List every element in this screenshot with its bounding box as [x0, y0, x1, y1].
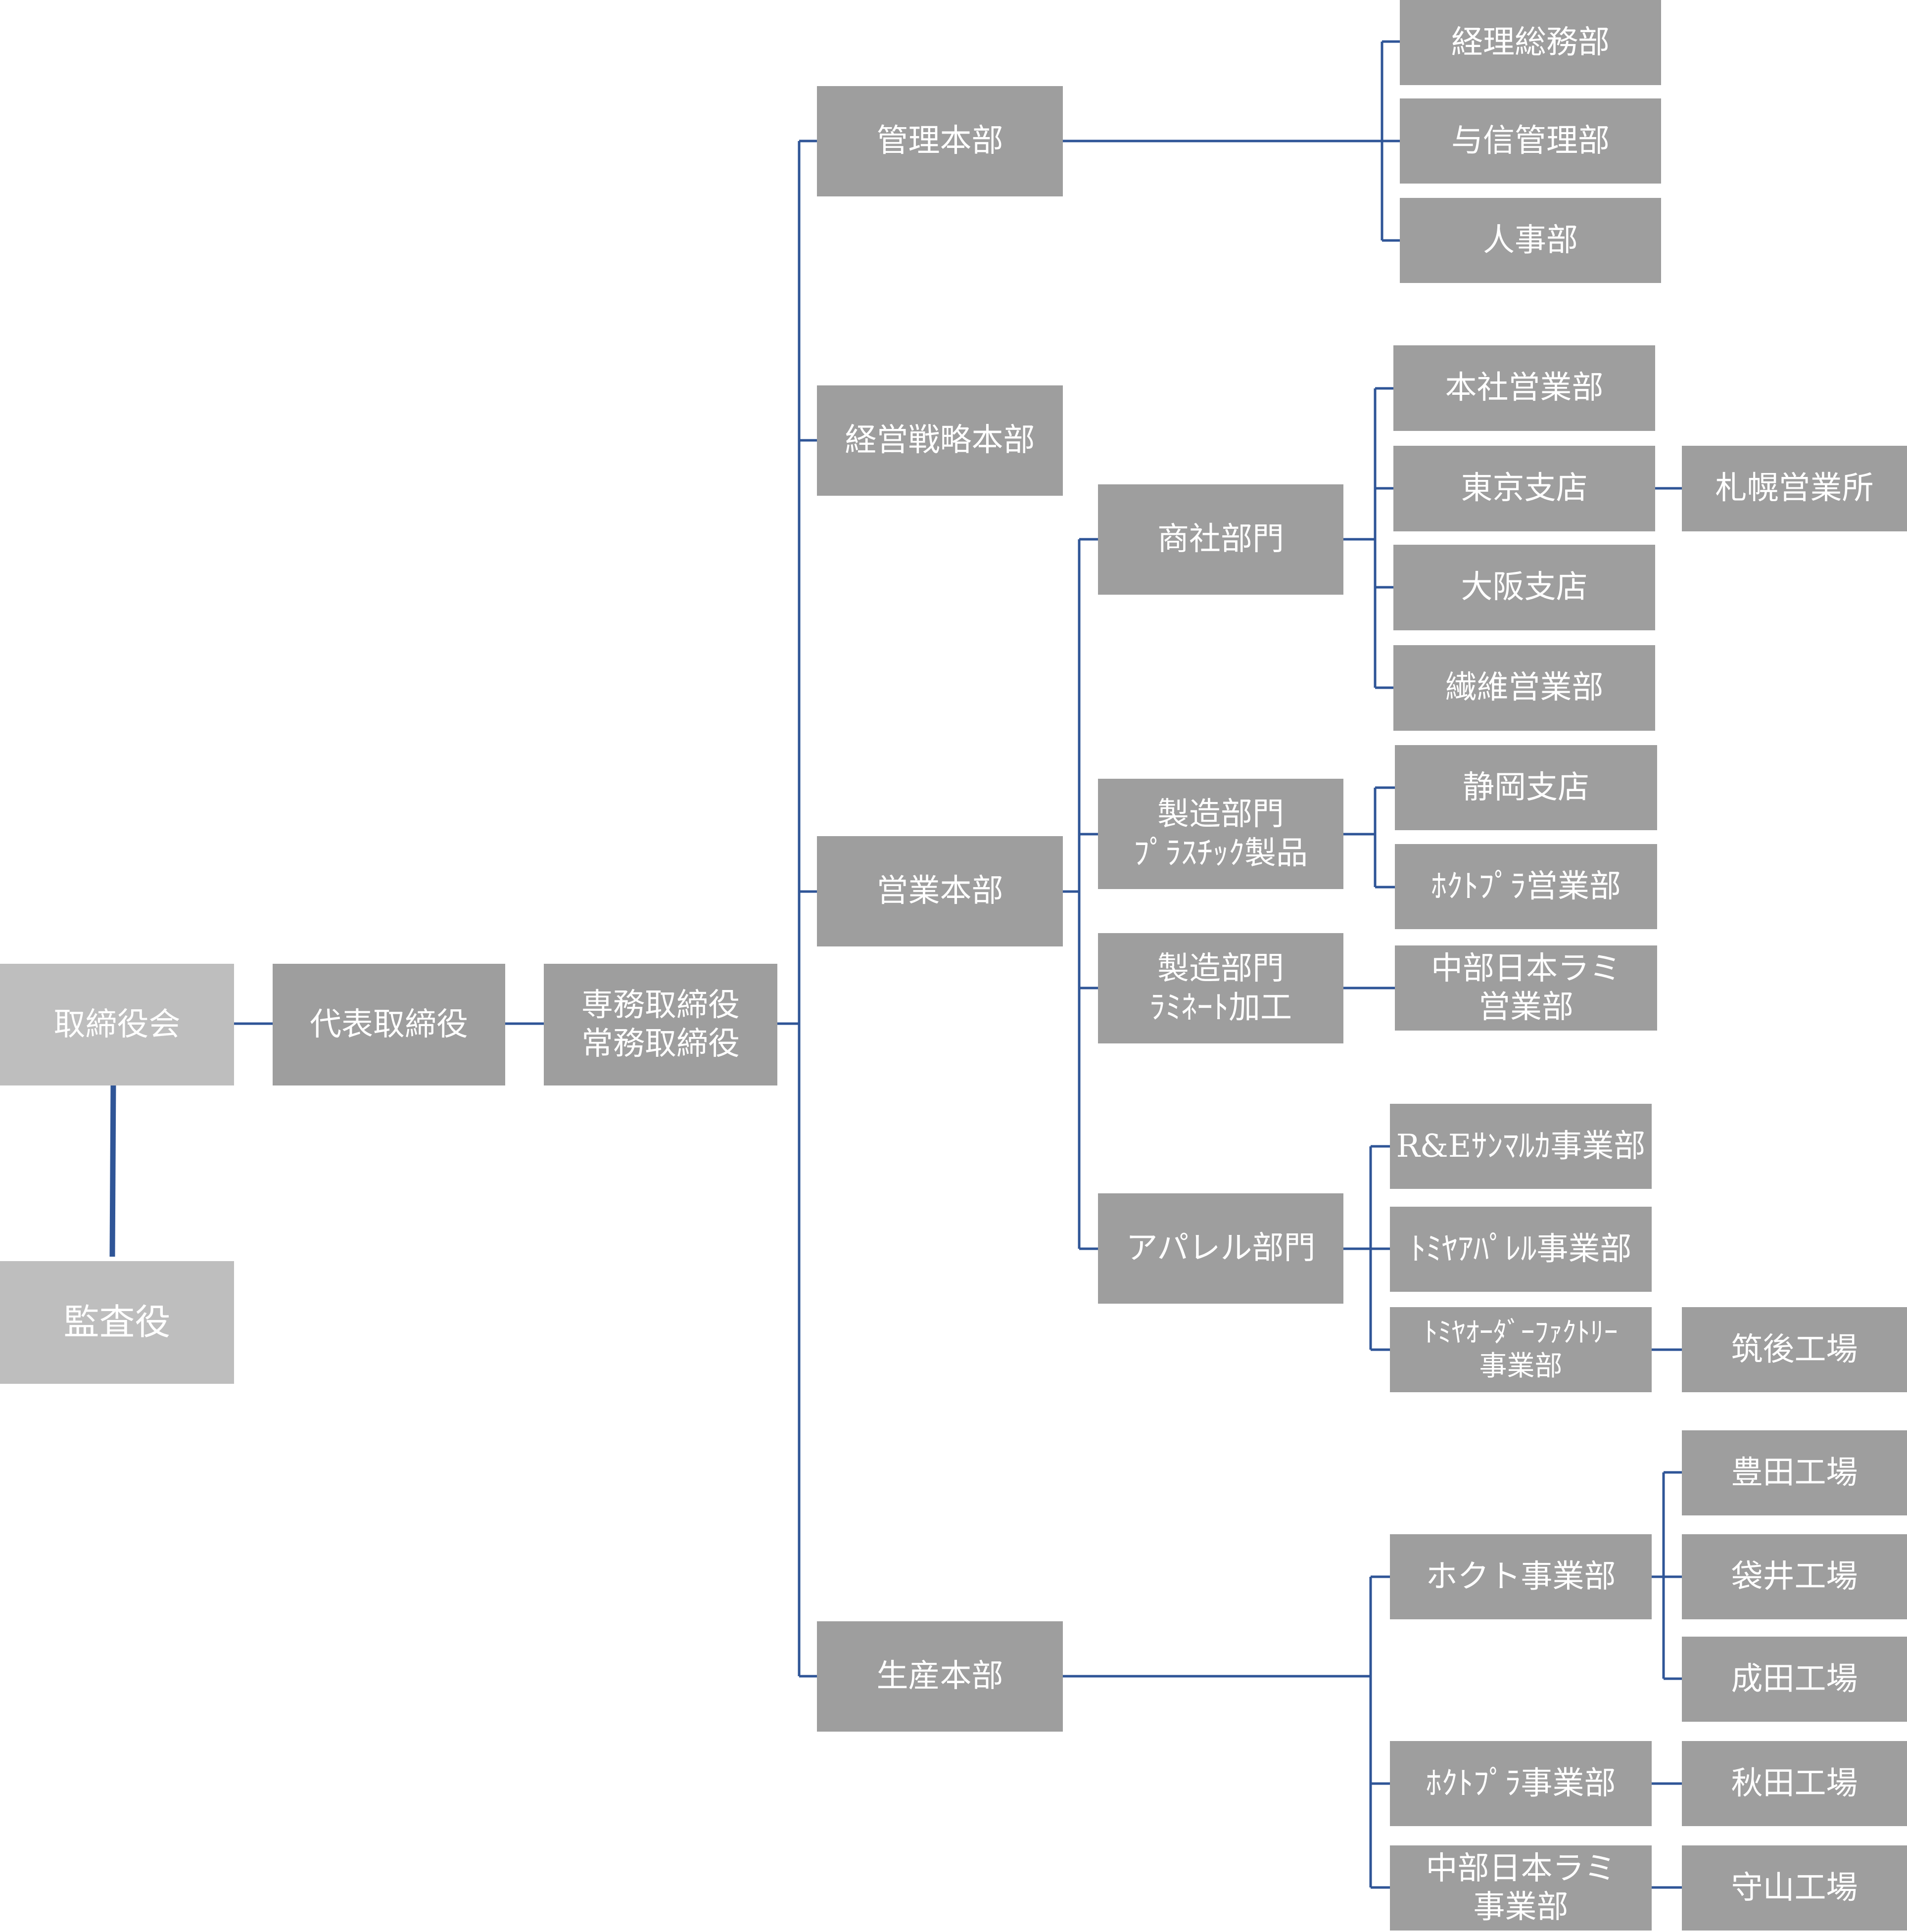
- dept-sapporo: 札幌営業所: [1682, 446, 1907, 531]
- dept-tomiya-apparel: ﾄﾐﾔｱﾊﾟﾚﾙ事業部: [1390, 1207, 1652, 1292]
- dept-keiri: 経理総務部: [1400, 0, 1661, 85]
- board-box: 取締役会: [0, 964, 234, 1085]
- division-seisan: 生産本部: [817, 1621, 1063, 1732]
- dept-label: 東京支店: [1461, 470, 1588, 507]
- managing-director-label: 常務取締役: [581, 1026, 740, 1062]
- factory-label: 筑後工場: [1731, 1331, 1858, 1368]
- dept-hokuto: ホクト事業部: [1390, 1534, 1652, 1619]
- dept-label: ﾄﾐﾔｱﾊﾟﾚﾙ事業部: [1410, 1230, 1632, 1268]
- dept-label: 繊維営業部: [1445, 669, 1604, 707]
- division-label: 営業本部: [876, 873, 1003, 910]
- dept-hokutopura-business: ﾎｸﾄﾌﾟﾗ事業部: [1390, 1741, 1652, 1826]
- dept-label: 与信管理部: [1451, 122, 1610, 159]
- dept-tokyo: 東京支店: [1393, 446, 1655, 531]
- factory-narita: 成田工場: [1682, 1637, 1907, 1722]
- dept-label: ホクト事業部: [1426, 1558, 1616, 1595]
- dept-label: 静岡支店: [1463, 769, 1589, 806]
- factory-label: 成田工場: [1731, 1660, 1858, 1697]
- dept-label: ﾎｸﾄﾌﾟﾗ事業部: [1426, 1765, 1616, 1802]
- section-label: アパレル部門: [1126, 1230, 1316, 1267]
- dept-jinji: 人事部: [1400, 198, 1661, 283]
- section-sublabel: ﾌﾟﾗｽﾁｯｸ製品: [1134, 835, 1308, 872]
- dept-label: R&Eｻﾝﾏﾙｶ事業部: [1396, 1128, 1646, 1165]
- dept-yoshin: 与信管理部: [1400, 98, 1661, 184]
- factory-toyota: 豊田工場: [1682, 1430, 1907, 1515]
- section-shosha: 商社部門: [1098, 484, 1343, 595]
- section-plastic: 製造部門 ﾌﾟﾗｽﾁｯｸ製品: [1098, 779, 1343, 889]
- dept-honsha: 本社営業部: [1393, 345, 1655, 431]
- senior-directors-box: 専務取締役 常務取締役: [544, 964, 777, 1085]
- factory-label: 守山工場: [1731, 1869, 1858, 1906]
- division-label: 経営戦略本部: [845, 422, 1035, 459]
- dept-label: 経理総務部: [1451, 24, 1610, 61]
- dept-osaka: 大阪支店: [1393, 545, 1655, 630]
- dept-hokutopura-sales: ﾎｸﾄﾌﾟﾗ営業部: [1395, 844, 1657, 929]
- president-label: 代表取締役: [310, 1006, 468, 1043]
- factory-label: 豊田工場: [1731, 1454, 1858, 1491]
- section-sublabel: ﾗﾐﾈｰﾄ加工: [1149, 989, 1292, 1026]
- dept-chubu-business: 中部日本ラミ 事業部: [1390, 1845, 1652, 1931]
- factory-chikugo: 筑後工場: [1682, 1307, 1907, 1392]
- president-box: 代表取締役: [273, 964, 505, 1085]
- dept-tomiya-order: ﾄﾐﾔｵｰﾀﾞｰﾌｧｸﾄﾘｰ 事業部: [1390, 1307, 1652, 1392]
- dept-re-sanmaruka: R&Eｻﾝﾏﾙｶ事業部: [1390, 1104, 1652, 1189]
- section-label: 製造部門: [1157, 796, 1284, 833]
- factory-label: 秋田工場: [1731, 1765, 1858, 1802]
- division-kanri: 管理本部: [817, 86, 1063, 196]
- dept-label: 本社営業部: [1445, 370, 1604, 407]
- dept-shizuoka: 静岡支店: [1395, 745, 1657, 830]
- division-label: 生産本部: [876, 1658, 1003, 1695]
- dept-seni: 繊維営業部: [1393, 645, 1655, 731]
- factory-akita: 秋田工場: [1682, 1741, 1907, 1826]
- auditor-label: 監査役: [63, 1301, 171, 1343]
- factory-fukuroi: 袋井工場: [1682, 1534, 1907, 1619]
- factory-moriyama: 守山工場: [1682, 1845, 1907, 1931]
- senior-director-label: 専務取締役: [581, 987, 740, 1024]
- factory-label: 袋井工場: [1731, 1558, 1858, 1595]
- division-eigyo: 営業本部: [817, 836, 1063, 946]
- auditor-box: 監査役: [0, 1261, 234, 1384]
- dept-label: ﾎｸﾄﾌﾟﾗ営業部: [1431, 868, 1621, 905]
- dept-label: 中部日本ラミ: [1431, 950, 1621, 987]
- board-label: 取締役会: [53, 1006, 181, 1043]
- division-keiei: 経営戦略本部: [817, 385, 1063, 496]
- section-label: 製造部門: [1157, 950, 1284, 988]
- dept-sublabel: 営業部: [1478, 989, 1573, 1026]
- dept-label: ﾄﾐﾔｵｰﾀﾞｰﾌｧｸﾄﾘｰ: [1424, 1316, 1618, 1349]
- section-label: 商社部門: [1157, 521, 1284, 558]
- section-laminate: 製造部門 ﾗﾐﾈｰﾄ加工: [1098, 933, 1343, 1043]
- dept-label: 中部日本ラミ: [1426, 1850, 1616, 1887]
- section-apparel: アパレル部門: [1098, 1193, 1343, 1304]
- connector: [109, 1081, 116, 1257]
- dept-label: 札幌営業所: [1715, 470, 1874, 507]
- dept-label: 大阪支店: [1461, 569, 1588, 606]
- dept-chubu-sales: 中部日本ラミ 営業部: [1395, 945, 1657, 1031]
- dept-label: 人事部: [1483, 222, 1578, 259]
- dept-sublabel: 事業部: [1473, 1889, 1569, 1926]
- division-label: 管理本部: [876, 123, 1003, 160]
- dept-sublabel: 事業部: [1479, 1350, 1563, 1382]
